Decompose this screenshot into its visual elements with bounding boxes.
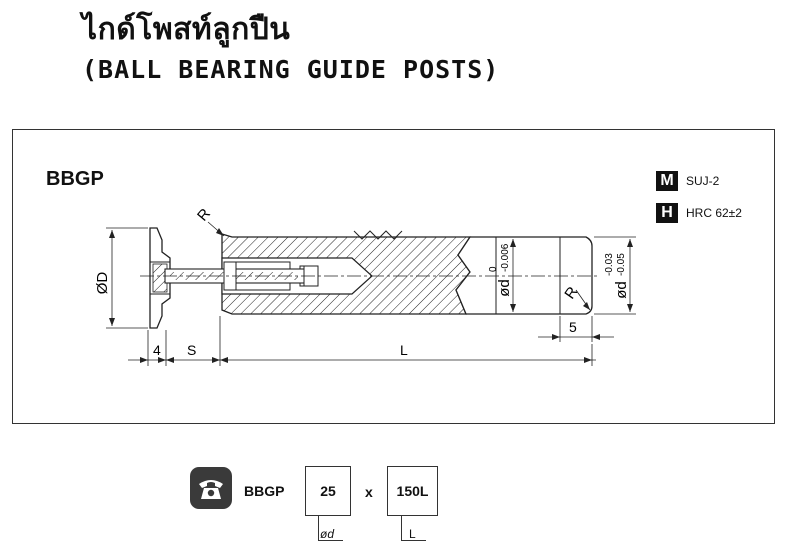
dim-d-middle: ød 0 -0.006 (488, 239, 516, 312)
dim-5-label: 5 (569, 319, 577, 335)
dim-S-label: S (187, 342, 196, 358)
dim-R-left: R (194, 205, 225, 237)
diameter-caption: ød (320, 527, 335, 541)
dim-L-label: L (400, 342, 408, 358)
length-leader (401, 516, 426, 541)
dim-d2-tol-lower: -0.05 (616, 253, 627, 276)
dim-5: 5 (538, 316, 614, 342)
page-title-english: (BALL BEARING GUIDE POSTS) (82, 55, 500, 84)
dim-d-tol-upper: 0 (488, 266, 499, 272)
order-example (190, 466, 232, 510)
dim-d-middle-label: ød (496, 279, 513, 297)
diameter-leader (318, 516, 343, 541)
material-badge: M (656, 171, 678, 191)
times-separator: x (365, 484, 373, 500)
hardness-value: HRC 62±2 (686, 206, 742, 220)
hardness-spec: H HRC 62±2 (656, 203, 742, 223)
material-spec: M SUJ-2 (656, 171, 719, 191)
phone-icon (190, 467, 232, 509)
dim-4-label: 4 (153, 342, 161, 358)
dim-d-right: ød -0.03 -0.05 (594, 236, 636, 315)
length-value-box: 150L (387, 466, 438, 516)
post-body (221, 230, 593, 315)
drawing-frame (12, 129, 775, 424)
material-value: SUJ-2 (686, 174, 720, 188)
dim-R-left-label: R (194, 205, 214, 224)
dim-D-label: ØD (94, 272, 111, 295)
length-caption: L (409, 527, 416, 541)
page-title-thai: ไกด์โพสท์ลูกปืน (82, 12, 291, 47)
diameter-value-box: 25 (305, 466, 351, 516)
part-code-label: BBGP (46, 168, 104, 190)
dim-bottom: 4 S L (128, 316, 596, 366)
dim-d2-tol-upper: -0.03 (604, 253, 615, 276)
dim-D: ØD (94, 227, 148, 329)
flange-part (149, 227, 171, 329)
dim-d-tol-lower: -0.006 (500, 243, 511, 272)
order-code: BBGP (244, 483, 285, 499)
dim-d-right-label: ød (613, 281, 630, 299)
hardness-badge: H (656, 203, 678, 223)
